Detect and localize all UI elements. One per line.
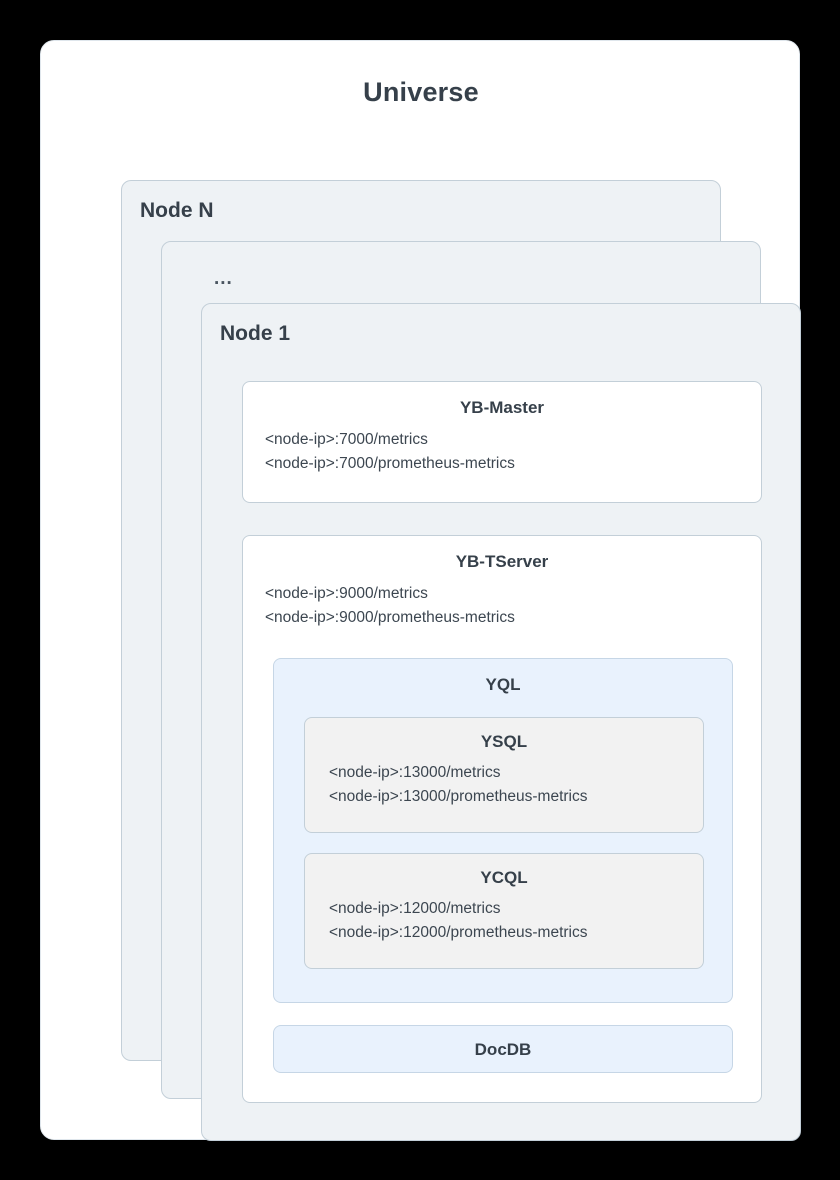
yql-title: YQL — [485, 675, 521, 694]
universe-container: Universe Node N ... Node 1 YB-Master <no… — [40, 40, 801, 1141]
component-ysql: YSQL <node-ip>:13000/metrics <node-ip>:1… — [304, 717, 704, 833]
ysql-endpoints: <node-ip>:13000/metrics <node-ip>:13000/… — [329, 764, 588, 806]
node-label-node-1: Node 1 — [220, 322, 291, 345]
component-yb-master: YB-Master <node-ip>:7000/metrics <node-i… — [242, 381, 762, 503]
component-ycql: YCQL <node-ip>:12000/metrics <node-ip>:1… — [304, 853, 704, 969]
ycql-title: YCQL — [480, 868, 528, 887]
ysql-title: YSQL — [480, 732, 528, 751]
docdb-title: DocDB — [474, 1040, 532, 1059]
yb-tserver-endpoints: <node-ip>:9000/metrics <node-ip>:9000/pr… — [265, 585, 515, 627]
universe-title: Universe — [363, 77, 479, 107]
yb-master-endpoints: <node-ip>:7000/metrics <node-ip>:7000/pr… — [265, 431, 515, 473]
node-label-node-n: Node N — [140, 199, 214, 222]
component-docdb: DocDB — [273, 1025, 733, 1073]
component-yql: YQL YSQL <node-ip>:13000/metrics <node-i… — [273, 658, 733, 1003]
component-yb-tserver: YB-TServer <node-ip>:9000/metrics <node-… — [242, 535, 762, 1103]
node-card-node-1: Node 1 YB-Master <node-ip>:7000/metrics … — [201, 303, 801, 1141]
ycql-endpoints: <node-ip>:12000/metrics <node-ip>:12000/… — [329, 900, 588, 942]
node-label-ellipsis: ... — [214, 268, 233, 289]
yb-master-title: YB-Master — [459, 398, 545, 417]
yb-tserver-title: YB-TServer — [455, 552, 549, 571]
